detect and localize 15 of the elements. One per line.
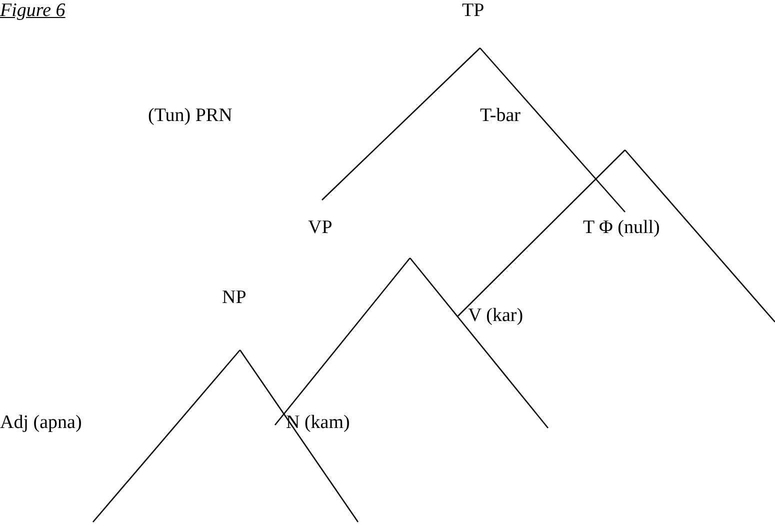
tree-node-label: T Φ (null) <box>583 217 660 239</box>
tree-branch-line <box>92 350 240 522</box>
tree-branch-line <box>458 150 626 316</box>
tree-branch-line <box>480 48 626 212</box>
tree-branch-line <box>322 48 480 200</box>
tree-node-label: Adj (apna) <box>0 412 82 434</box>
tree-branch-line <box>274 258 410 426</box>
tree-node-label: NP <box>222 287 246 309</box>
tree-node-label: V (kar) <box>468 305 524 327</box>
tree-node-label: (Tun) PRN <box>148 105 232 127</box>
tree-node-label: TP <box>462 0 484 22</box>
figure-title: Figure 6 <box>0 0 66 22</box>
tree-node-label: VP <box>308 217 332 239</box>
tree-branch-line <box>239 350 359 522</box>
tree-node-label: T-bar <box>480 105 520 127</box>
